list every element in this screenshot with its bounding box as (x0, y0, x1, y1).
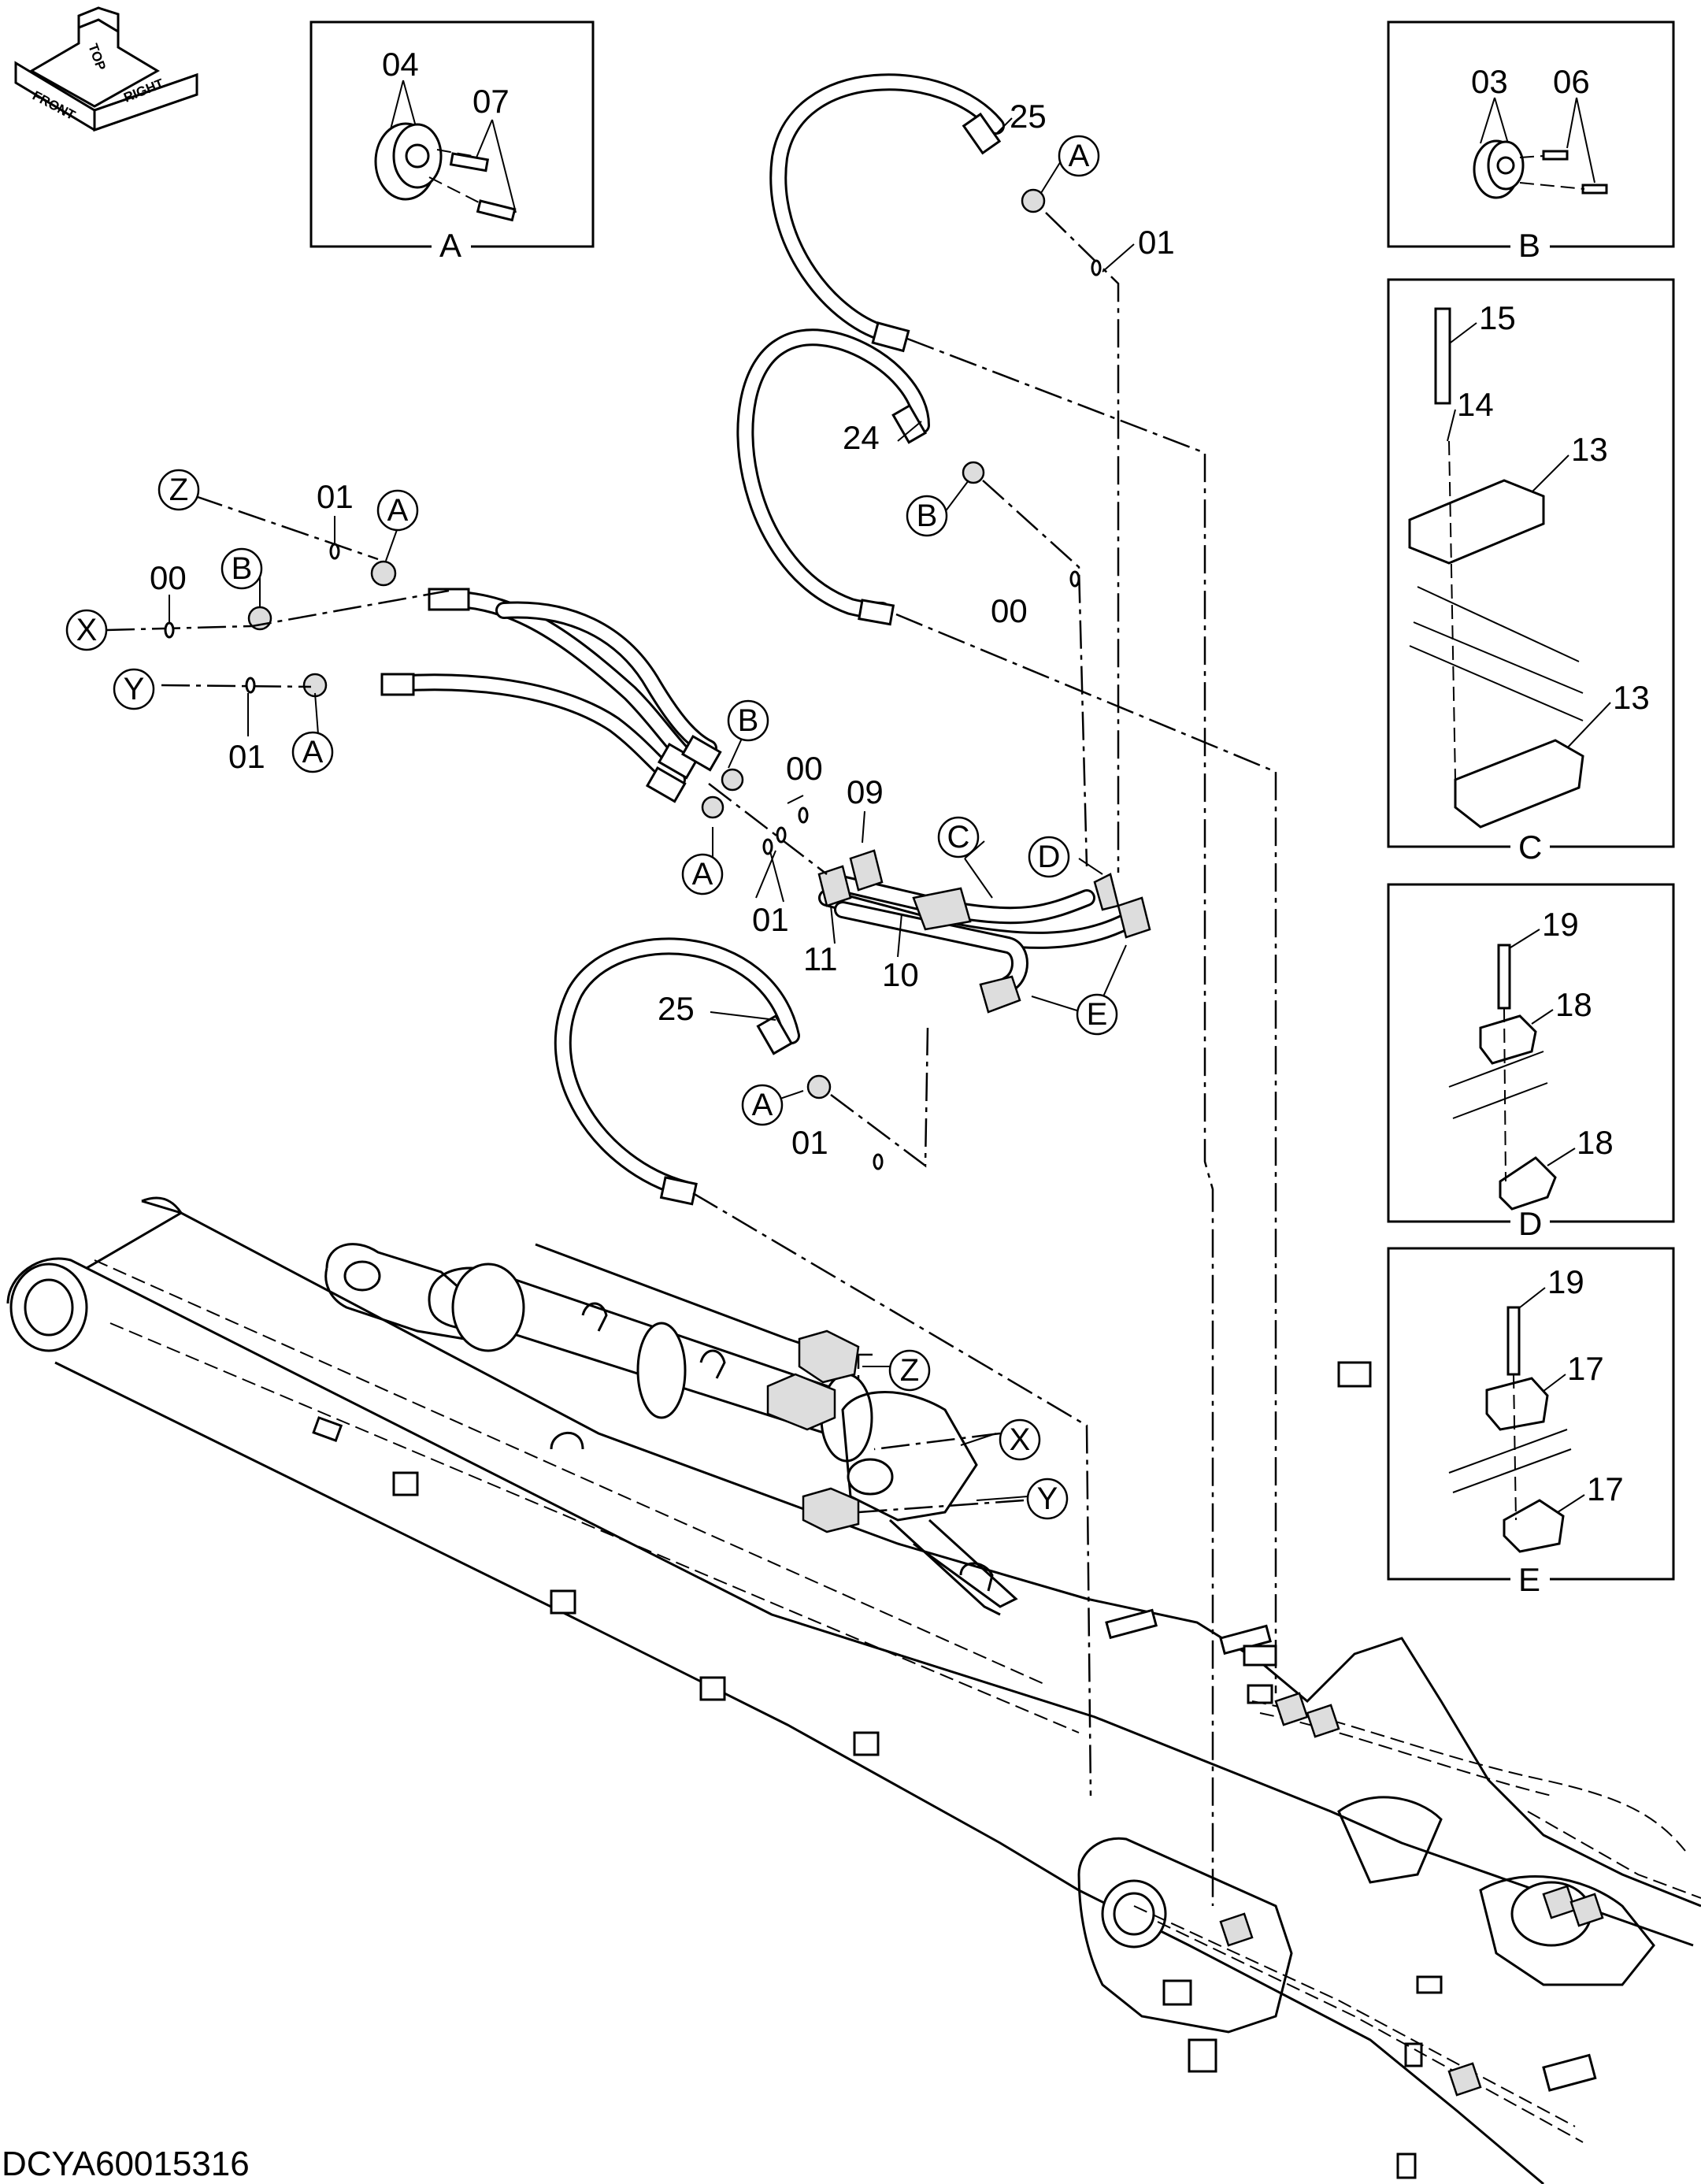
marker-d-circle (1028, 836, 1070, 878)
marker-y-boom: Y (1037, 1481, 1058, 1516)
marker-x-left: X (76, 613, 98, 647)
callout-01-lower: 01 (791, 1124, 828, 1161)
callout-00-mid: 00 (991, 592, 1028, 629)
marker-c: C (947, 820, 970, 855)
part-label-17a: 17 (1567, 1350, 1604, 1387)
marker-a-hose25-circle (1058, 135, 1100, 177)
steel-pipe-assembly (817, 849, 1151, 1014)
marker-b-center-circle (727, 699, 769, 742)
marker-d: D (1038, 840, 1061, 874)
part-label-19-d: 19 (1542, 906, 1579, 943)
callout-25-upper: 25 (1010, 98, 1047, 135)
marker-b-left: B (232, 551, 253, 586)
marker-b-left-circle (220, 547, 263, 590)
marker-y-boom-circle (1026, 1478, 1069, 1520)
marker-z-boom: Z (900, 1353, 919, 1388)
marker-z-left-circle (158, 469, 200, 511)
callout-24: 24 (843, 419, 880, 456)
detail-box-e: E 19 17 17 (1387, 1247, 1675, 1598)
marker-a-center-circle (681, 853, 724, 895)
part-label-17b: 17 (1587, 1470, 1624, 1507)
marker-a-left-bottom: A (302, 735, 324, 769)
boom-structure (6, 1196, 1701, 2184)
hose-24 (736, 328, 985, 626)
part-label-18b: 18 (1577, 1124, 1614, 1161)
callout-09: 09 (847, 773, 884, 810)
marker-b-hose24: B (917, 499, 938, 533)
marker-a-left-bottom-circle (291, 731, 334, 773)
detail-box-a: A 04 07 (309, 20, 595, 264)
hose-25-lower (554, 937, 832, 1206)
hose-25-upper (769, 73, 1046, 353)
detail-box-b: B 03 06 (1387, 20, 1675, 264)
part-label-18a: 18 (1555, 986, 1592, 1023)
part-label-03: 03 (1471, 63, 1508, 100)
part-label-06: 06 (1553, 63, 1590, 100)
callout-01-upper: 01 (1138, 224, 1175, 261)
marker-a-lower: A (752, 1088, 773, 1122)
marker-x-boom: X (1010, 1422, 1031, 1457)
marker-a-lower-circle (741, 1084, 784, 1126)
part-label-13a: 13 (1571, 431, 1608, 468)
marker-a-hose25: A (1069, 139, 1090, 173)
callout-00-left: 00 (150, 559, 187, 596)
marker-b-center: B (738, 703, 759, 738)
callout-01-left-top: 01 (317, 478, 354, 515)
orientation-arrow-icon: FRONT TOP RIGHT (14, 6, 198, 132)
callout-25-lower: 25 (658, 990, 695, 1027)
callout-labels: 25 01 24 00 01 00 01 00 09 01 11 10 25 0… (150, 98, 1175, 1161)
connection-lines (106, 212, 1277, 1906)
detail-box-a-label: A (439, 227, 461, 264)
marker-a-center: A (692, 857, 713, 892)
detail-box-d-label: D (1518, 1205, 1542, 1242)
marker-c-circle (937, 816, 980, 858)
callout-01-center: 01 (752, 901, 789, 938)
marker-y-left-circle (113, 668, 155, 710)
marker-e: E (1087, 997, 1108, 1032)
detail-box-c: C 15 14 13 13 (1387, 278, 1675, 866)
connection-markers: A B Z X Y A B A B A C D E A Z X Y (65, 135, 1127, 1520)
marker-z-left: Z (169, 473, 188, 507)
marker-e-circle (1076, 993, 1118, 1036)
marker-z-boom-circle (888, 1349, 931, 1392)
marker-x-boom-circle (999, 1418, 1041, 1461)
callout-10: 10 (882, 956, 919, 993)
marker-x-left-circle (65, 609, 108, 651)
hose-group-left (247, 560, 744, 819)
marker-b-hose24-circle (906, 495, 948, 537)
callout-01-left-bottom: 01 (228, 738, 265, 775)
part-label-14: 14 (1457, 386, 1494, 423)
o-ring-markers (164, 259, 1102, 1170)
marker-y-left: Y (124, 672, 145, 706)
detail-box-b-label: B (1518, 227, 1540, 264)
detail-box-c-label: C (1518, 829, 1542, 866)
callout-11: 11 (803, 940, 838, 977)
marker-a-left-top-circle (376, 489, 419, 532)
drawing-id: DCYA60015316 (2, 2145, 250, 2183)
part-label-15: 15 (1479, 299, 1516, 336)
detail-box-e-label: E (1518, 1561, 1540, 1598)
callout-00-center: 00 (786, 750, 823, 787)
part-label-04: 04 (382, 46, 419, 83)
detail-box-d: D 19 18 18 (1387, 883, 1675, 1242)
part-label-19-e: 19 (1547, 1263, 1584, 1300)
marker-a-left-top: A (387, 493, 409, 528)
part-label-13b: 13 (1613, 679, 1650, 716)
part-label-07: 07 (472, 83, 510, 120)
